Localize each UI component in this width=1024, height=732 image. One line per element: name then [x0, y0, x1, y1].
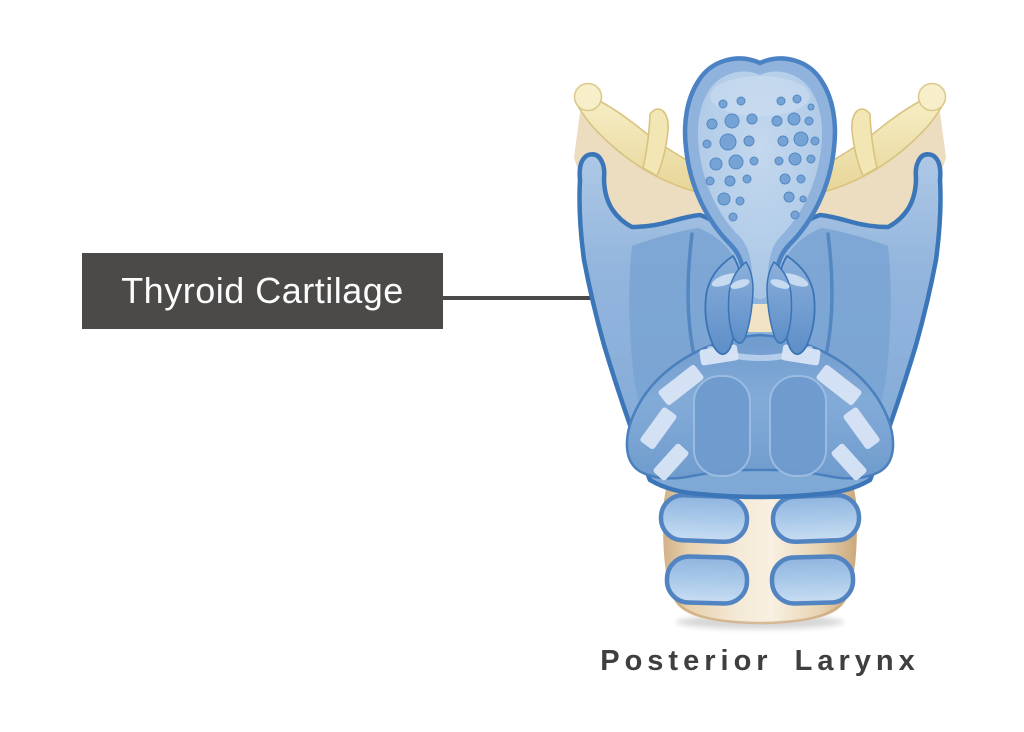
- trachea-bottom-edge: [672, 595, 848, 625]
- cricoid-fossa-left: [693, 375, 751, 477]
- thyroid-cartilage-label: Thyroid Cartilage: [82, 253, 443, 329]
- cricoid-fossa-right: [769, 375, 827, 477]
- ligament-bands-left: [640, 344, 739, 481]
- diagram-caption: Posterior Larynx: [540, 645, 980, 678]
- diagram-caption-text: Posterior Larynx: [600, 645, 920, 677]
- epiglottis-pits: [702, 94, 820, 222]
- thyroid-cartilage-label-text: Thyroid Cartilage: [121, 270, 404, 311]
- posterior-larynx-illustration: [573, 56, 947, 629]
- epiglottis: [682, 56, 838, 311]
- leader-line: [443, 296, 663, 300]
- arytenoid-cartilages-left: [704, 254, 754, 356]
